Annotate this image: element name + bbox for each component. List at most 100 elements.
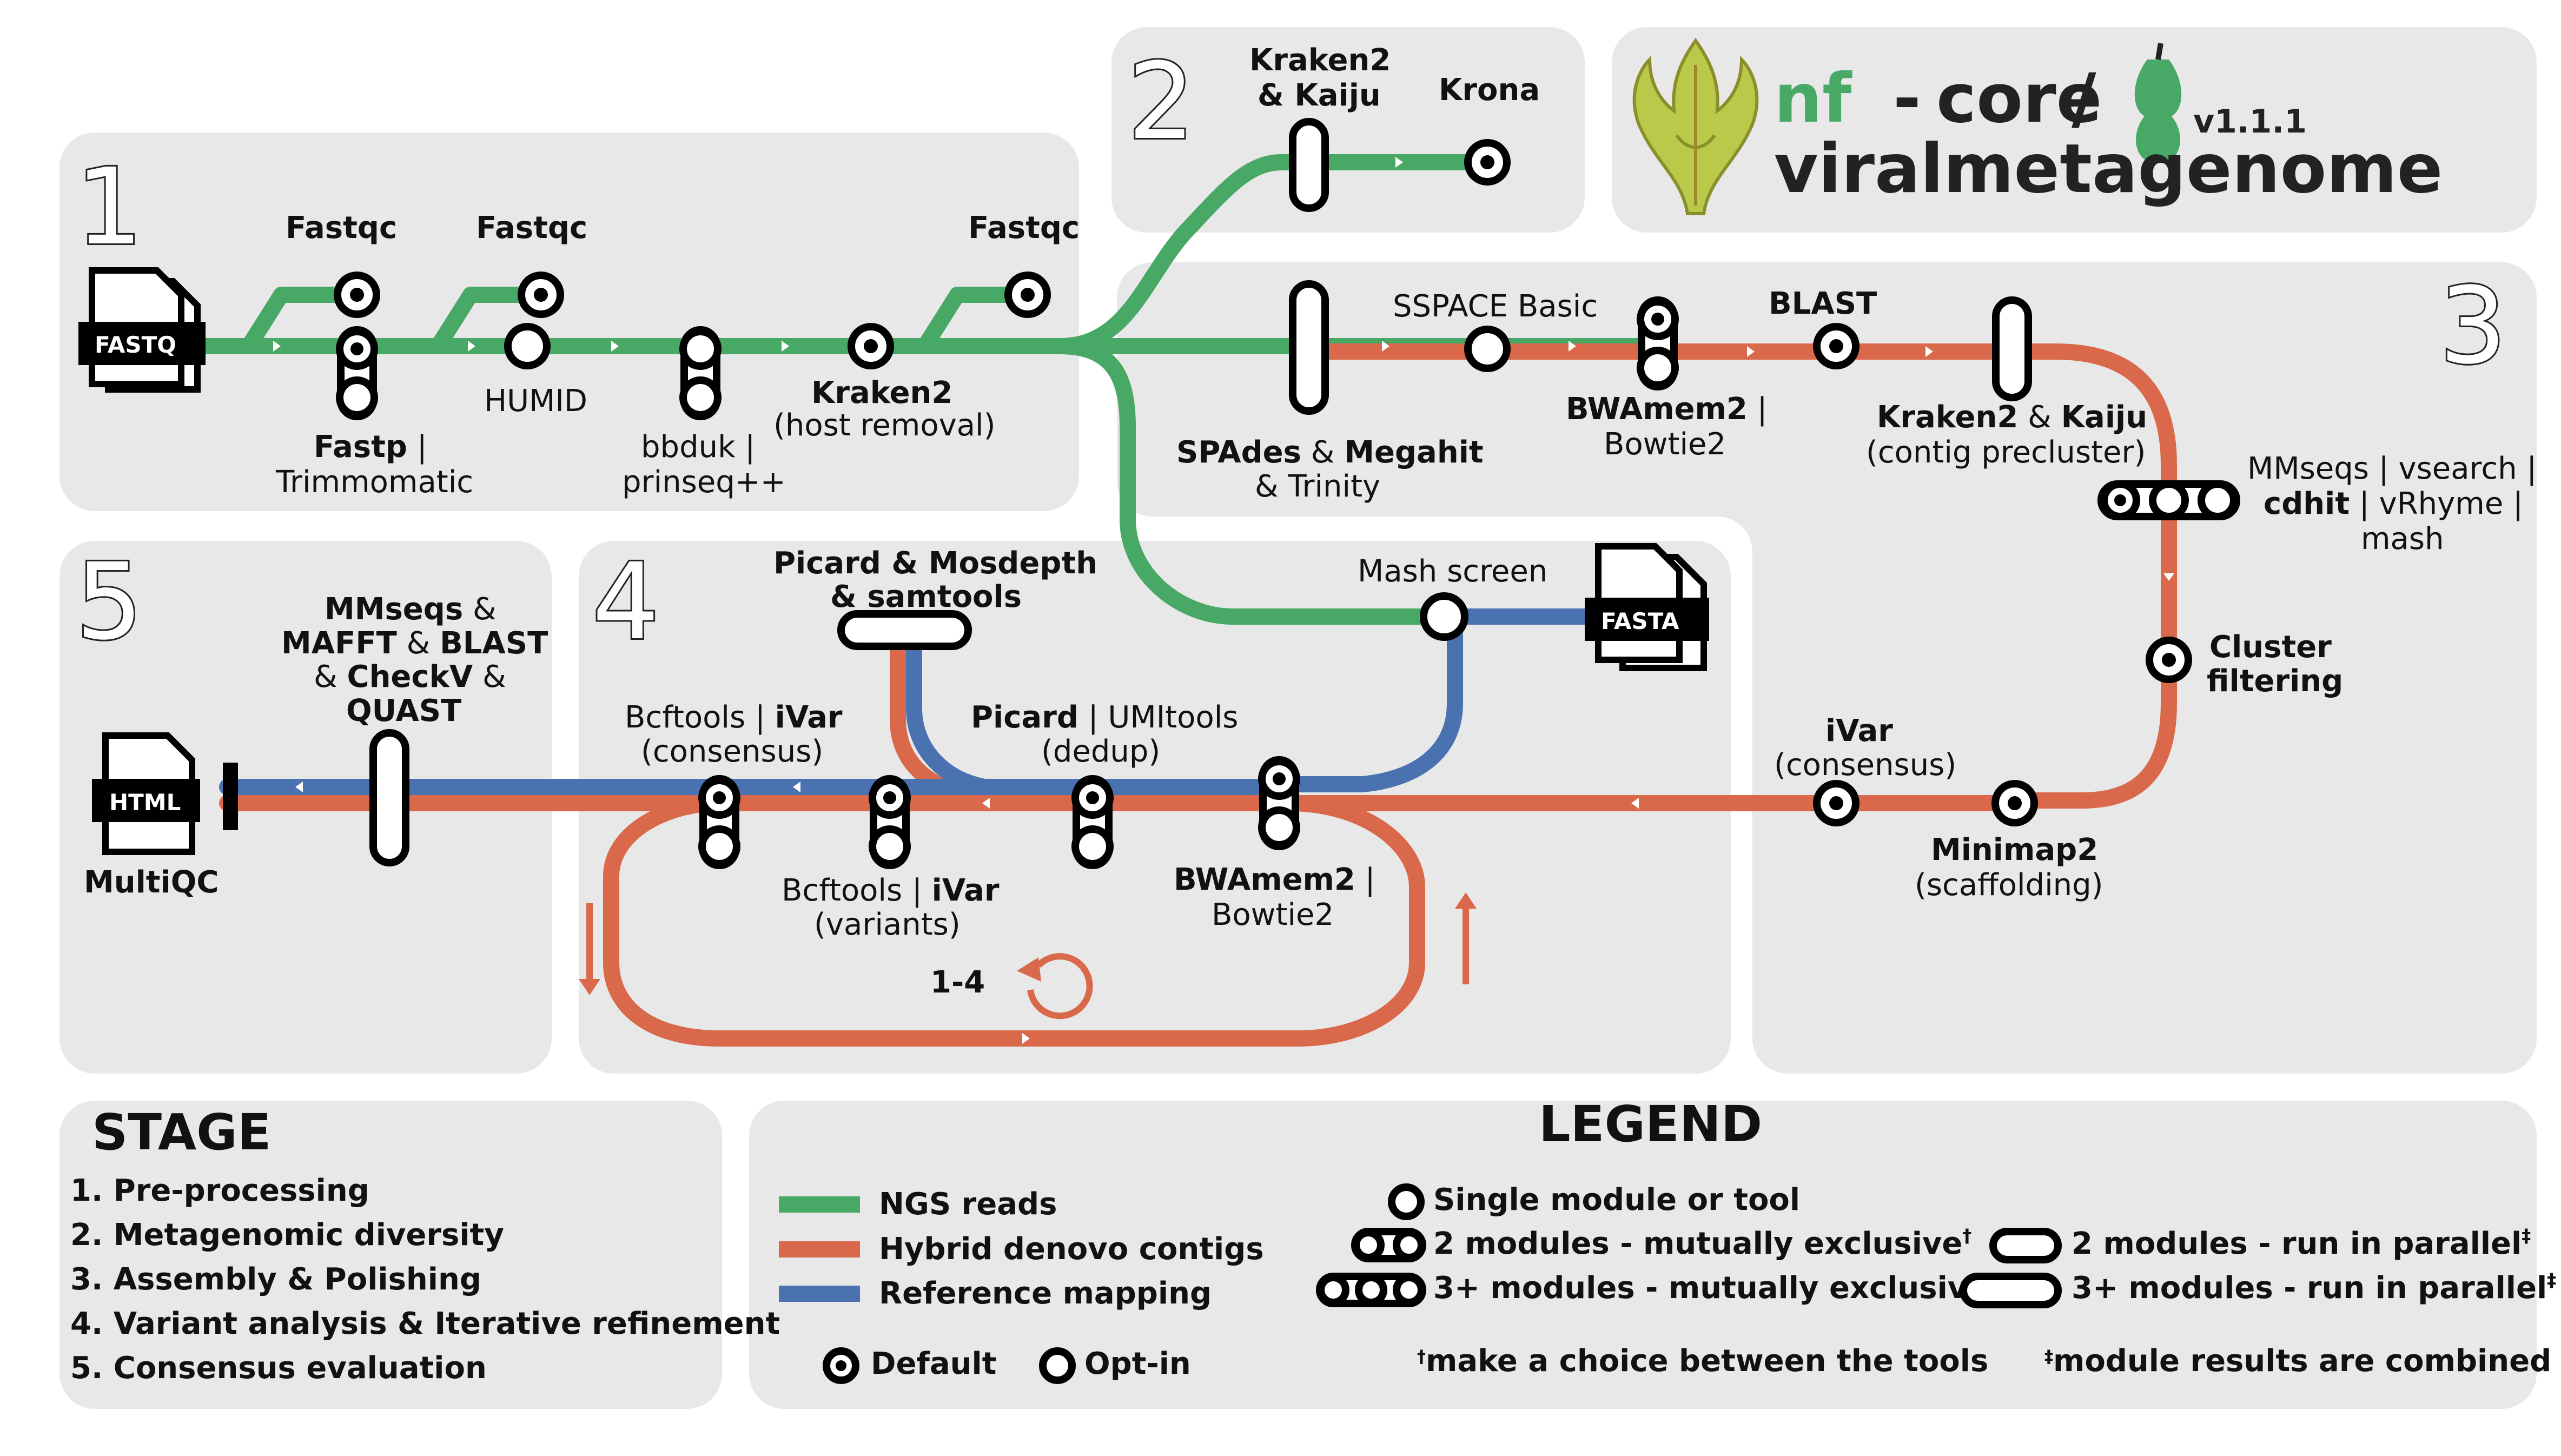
node-humid (504, 323, 551, 369)
header-pipeline: viralmetagenome (1774, 130, 2443, 208)
header-dash: - (1893, 59, 1921, 138)
node-spades-megahit-trinity (1289, 280, 1329, 415)
track-green-mash-branch (1052, 338, 1447, 625)
legend-swatch-blue (779, 1286, 860, 1302)
label-spades-megahit: SPAdes & Megahit (1176, 435, 1484, 470)
label-minimap2-sub: (scaffolding) (1915, 868, 2103, 903)
legend-two-parallel: 2 modules - run in parallel‡ (2072, 1225, 2531, 1261)
label-kraken2-host-sub: (host removal) (773, 408, 995, 443)
stage-item-1: 1. Pre-processing (70, 1173, 369, 1208)
legend-optin-icon (1039, 1347, 1076, 1384)
label-trimmomatic: Trimmomatic (275, 465, 473, 500)
label-bowtie2-s4: Bowtie2 (1212, 897, 1334, 932)
node-krona (1464, 139, 1511, 186)
node-blast (1813, 323, 1859, 369)
labels-stage-5: MMseqs & MAFFT & BLAST & CheckV & QUAST … (84, 592, 548, 900)
stage-item-3: 3. Assembly & Polishing (70, 1262, 481, 1297)
legend-reference-mapping: Reference mapping (879, 1276, 1212, 1311)
header-nf: nf (1774, 59, 1852, 138)
label-prinseq: prinseq++ (622, 465, 786, 500)
label-mmseqs-s5: MMseqs & (325, 592, 497, 627)
label-multiqc: MultiQC (84, 865, 219, 900)
nf-core-logo-icon (1632, 37, 1759, 215)
label-mash-screen: Mash screen (1358, 554, 1547, 589)
label-ivar-s3-sub: (consensus) (1774, 747, 1956, 783)
stage-list: STAGE 1. Pre-processing 2. Metagenomic d… (70, 1103, 780, 1386)
fastq-label: FASTQ (95, 332, 176, 358)
label-checkv: & CheckV & (314, 659, 506, 694)
panel-legend (749, 1101, 2537, 1409)
stage-number-4: 4 (592, 540, 659, 663)
label-trinity: & Trinity (1255, 469, 1380, 504)
track-blue-mash (1282, 608, 1631, 792)
label-cluster: Cluster (2209, 630, 2332, 665)
stage-item-4: 4. Variant analysis & Iterative refineme… (70, 1306, 780, 1341)
label-picard-umitools: Picard | UMItools (971, 700, 1238, 735)
label-fastqc-3: Fastqc (968, 210, 1080, 246)
label-bcftools-variants: Bcftools | iVar (782, 873, 1000, 908)
label-blast: BLAST (1769, 286, 1877, 321)
track-orange-assembly (1301, 343, 2177, 809)
node-bcftools-ivar-variants (869, 775, 911, 869)
fastq-file-icon: FASTQ (78, 267, 206, 393)
stage-panels (59, 27, 2537, 1409)
legend-two-parallel-icon (1989, 1228, 2062, 1263)
panel-header (1612, 27, 2537, 233)
stage-item-5: 5. Consensus evaluation (70, 1351, 487, 1386)
stage-number-5: 5 (76, 540, 143, 663)
label-filtering: filtering (2207, 664, 2343, 699)
loop-label: 1-4 (930, 965, 985, 1000)
label-bbduk: bbduk | (641, 429, 755, 465)
node-bbduk-prinseq (679, 326, 722, 420)
stage-number-3: 3 (2439, 264, 2506, 387)
legend-swatch-green (779, 1196, 860, 1213)
labels-stage-3: SPAdes & Megahit & Trinity SSPACE Basic … (1176, 286, 2537, 903)
label-ivar-s3: iVar (1825, 713, 1893, 749)
node-kraken2-kaiju-precluster (1992, 296, 2032, 401)
panel-stage-1 (59, 133, 1079, 511)
track-green-fastqc2 (430, 287, 549, 354)
stage-list-heading: STAGE (92, 1103, 271, 1161)
track-blue-picard (906, 630, 992, 795)
legend-three-parallel-icon (1960, 1273, 2062, 1308)
apple-core-icon (2134, 43, 2182, 162)
legend-two-exclusive: 2 modules - mutually exclusive† (1433, 1225, 1971, 1261)
header-slash: / (2072, 59, 2096, 138)
direction-arrows (273, 157, 2174, 1044)
stage-number-2: 2 (1128, 40, 1195, 163)
label-kraken2-s2: Kraken2 (1249, 43, 1391, 78)
node-ivar-consensus-s3 (1813, 780, 1859, 826)
label-dedup: (dedup) (1041, 734, 1160, 769)
node-bcftools-ivar-consensus (698, 775, 740, 869)
label-mmseqs-line2: cdhit | vRhyme | (2264, 486, 2523, 521)
label-minimap2: Minimap2 (1931, 832, 2098, 868)
nodes (223, 118, 2240, 869)
track-green-kraken-branch (1052, 154, 1495, 354)
node-sspace (1464, 326, 1511, 372)
node-cluster-filtering (2146, 637, 2192, 683)
node-bwamem2-bowtie2-s3 (1637, 296, 1679, 391)
node-kraken2-host (848, 323, 894, 369)
label-precluster-sub: (contig precluster) (1866, 435, 2146, 470)
labels-stage-4: Picard & Mosdepth & samtools Mash screen… (625, 546, 1547, 942)
node-fastqc-3 (1004, 272, 1051, 318)
label-picard-mosdepth: Picard & Mosdepth (773, 546, 1097, 581)
stage-number-1: 1 (76, 145, 143, 268)
legend-note-choice: †make a choice between the tools (1417, 1344, 1988, 1379)
node-consensus-evaluation (369, 729, 409, 866)
node-fastp-trimmomatic (336, 326, 378, 420)
label-humid: HUMID (484, 383, 587, 419)
label-quast: QUAST (346, 693, 461, 729)
node-bwamem2-bowtie2-s4 (1258, 756, 1300, 850)
label-consensus-sub: (consensus) (641, 734, 823, 769)
label-mash-s3: mash (2361, 521, 2444, 557)
label-kaiju-s2: & Kaiju (1258, 78, 1381, 113)
legend-heading: LEGEND (1539, 1095, 1762, 1153)
header: nf - core / v1.1.1 viralmetagenome (1632, 37, 2443, 215)
node-kraken2-kaiju (1289, 118, 1329, 212)
html-file-icon: HTML (92, 732, 200, 855)
label-samtools: & samtools (830, 579, 1022, 614)
label-bwamem2-s3: BWAmem2 | (1566, 392, 1768, 427)
track-green-fastqc1 (241, 287, 365, 354)
